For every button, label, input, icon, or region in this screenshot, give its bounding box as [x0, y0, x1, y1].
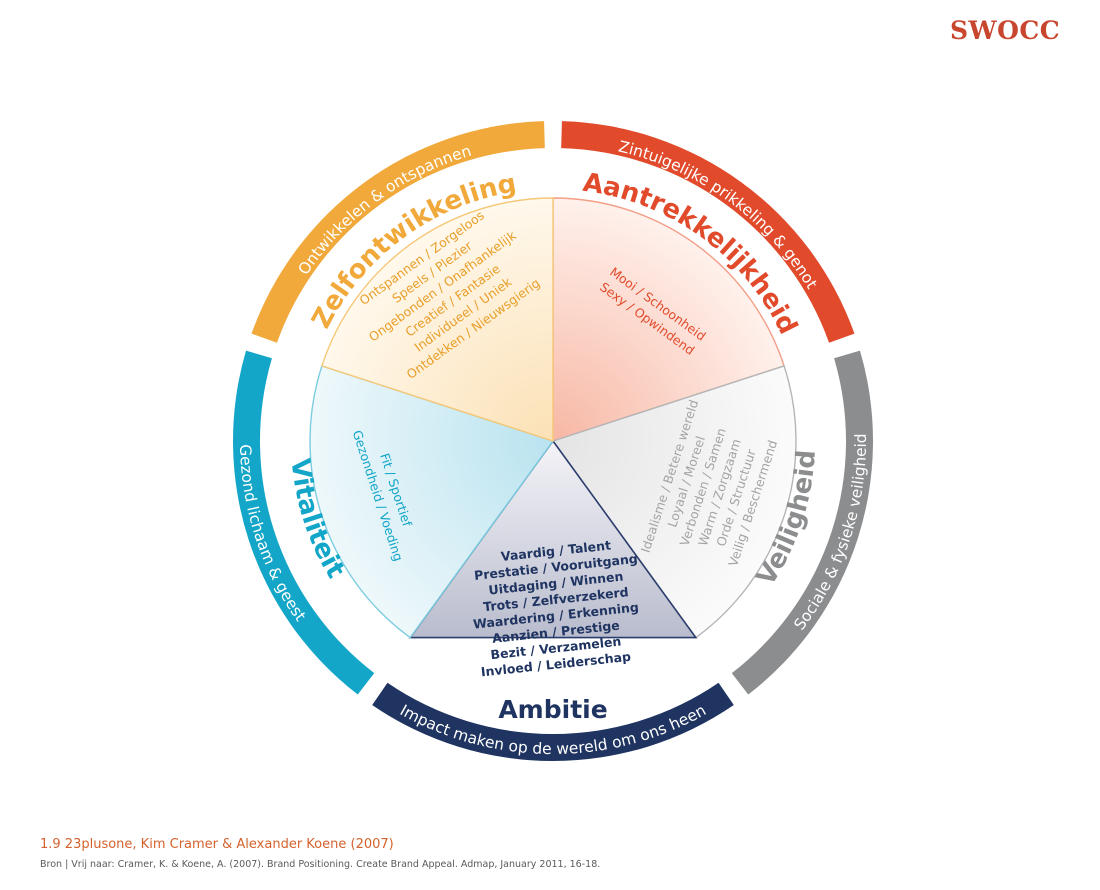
- wedge-zelfontwikkeling: [321, 197, 554, 442]
- outer-ring-group: [232, 121, 873, 761]
- wedges-group: [309, 197, 797, 639]
- ring-arc-zelfontwikkeling: [251, 121, 545, 343]
- wedge-aantrekkelijkheid: [552, 197, 785, 442]
- ring-arc-ambitie: [372, 682, 734, 761]
- motivation-wheel: Zintuigelijke prikkeling & genotSociale …: [232, 121, 873, 761]
- brand-logo: SWOCC: [950, 16, 1061, 45]
- segment-title-ambitie: Ambitie: [498, 695, 607, 724]
- source-citation: Bron | Vrij naar: Cramer, K. & Koene, A.…: [40, 859, 601, 870]
- wedge-vitaliteit: [309, 365, 555, 639]
- ring-arc-veiligheid: [731, 350, 873, 695]
- ring-arc-aantrekkelijkheid: [561, 121, 855, 343]
- figure-caption: 1.9 23plusone, Kim Cramer & Alexander Ko…: [40, 837, 394, 852]
- wedge-veiligheid: [551, 365, 797, 639]
- ring-arc-vitaliteit: [232, 350, 375, 695]
